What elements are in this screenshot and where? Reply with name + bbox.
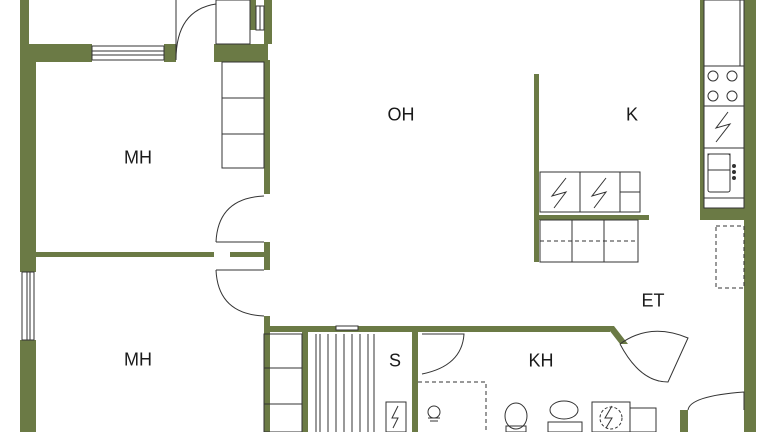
wall [700, 208, 756, 220]
wardrobe-icon [715, 225, 745, 289]
shower-head [427, 405, 441, 419]
wall [680, 410, 688, 432]
washbasin-icon [549, 400, 579, 420]
wall [534, 215, 649, 220]
sink-basin [707, 153, 731, 193]
wall [230, 252, 270, 257]
sink-basin-upper [707, 153, 731, 171]
wall [264, 0, 272, 44]
wall [264, 326, 610, 332]
sauna-bench-icon [315, 334, 375, 432]
vent [335, 325, 359, 331]
wall [164, 44, 176, 62]
door-swing-icon [421, 333, 465, 375]
fixtures [21, 0, 745, 433]
wall [700, 0, 704, 220]
stove-burner [726, 90, 738, 102]
window-icon [21, 271, 35, 341]
wall [264, 316, 270, 432]
wall [606, 326, 628, 344]
faucet [732, 176, 736, 180]
wall [412, 332, 418, 432]
wall [302, 332, 308, 432]
stove-icon [385, 401, 407, 433]
oven [703, 105, 745, 149]
room-label-bathroom: KH [528, 350, 554, 371]
wall [20, 340, 36, 432]
dryer [629, 407, 657, 433]
sink-icon [703, 147, 745, 199]
wall [20, 44, 92, 62]
walls [20, 0, 756, 432]
stove-burner [726, 70, 738, 82]
door-swing-icon [215, 195, 265, 243]
stove-burner [707, 90, 719, 102]
wall [20, 0, 29, 62]
wall [744, 0, 756, 432]
door-swing-icon [175, 0, 217, 61]
wall [264, 242, 270, 270]
shower-head-lines [428, 417, 440, 422]
room-label-living: OH [387, 104, 415, 125]
wall [20, 60, 36, 272]
faucet [732, 164, 736, 168]
stove-burner [707, 70, 719, 82]
room-label-sauna: S [388, 350, 402, 371]
wall [214, 44, 268, 62]
electric-symbol-icon [550, 177, 568, 209]
wall [250, 0, 256, 30]
door-swing-icon [215, 269, 265, 317]
electric-symbol-icon [714, 111, 732, 143]
electric-symbol-icon [391, 405, 399, 429]
wall [264, 60, 270, 194]
wall [534, 74, 539, 262]
door-swing-icon [687, 391, 745, 411]
kitchen-cabinet [703, 197, 745, 209]
shower-icon [418, 381, 487, 432]
toilet-icon [504, 402, 528, 430]
wall [36, 252, 214, 257]
closet [215, 0, 251, 45]
electric-symbol-icon [604, 405, 613, 429]
faucet [732, 170, 736, 174]
wardrobe-icon [221, 61, 265, 169]
window-icon [91, 45, 165, 61]
room-label-kitchen: K [625, 104, 639, 125]
electric-symbol-icon [590, 177, 608, 209]
room-label-bedroom-1: MH [124, 147, 152, 168]
door-swing-icon [619, 330, 689, 383]
washbasin-counter [547, 421, 583, 433]
room-label-entrance: ET [641, 290, 665, 311]
kitchen-cabinet [703, 0, 745, 67]
room-label-bedroom-2: MH [124, 349, 152, 370]
